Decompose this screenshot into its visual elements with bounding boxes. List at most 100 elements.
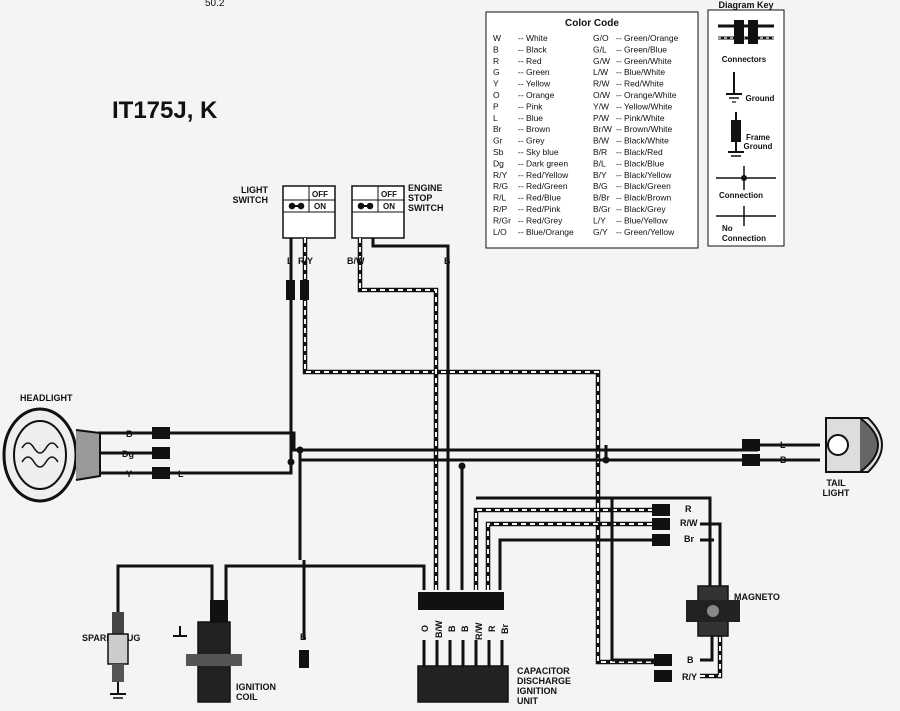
color-code-name: -- Green — [518, 67, 550, 77]
color-code-name: -- Red/White — [616, 79, 664, 89]
color-code-name: -- Green/Orange — [616, 33, 679, 43]
color-code-abbrev: Gr — [493, 136, 503, 146]
wire-label-hl-b: B — [126, 429, 133, 439]
light-switch-on: ON — [314, 202, 326, 211]
color-code-name: -- Red/Pink — [518, 204, 561, 214]
page-title: IT175J, K — [112, 97, 218, 124]
cdi-unit: CAPACITOR DISCHARGE IGNITION UNIT — [417, 640, 571, 706]
color-code-abbrev: B/Gr — [593, 204, 611, 214]
color-code-abbrev: Br — [493, 124, 502, 134]
frame-ground-label-2: Ground — [744, 142, 773, 151]
connectors-label: Connectors — [722, 55, 767, 64]
wire-label-mg-br: Br — [684, 534, 694, 544]
wire-label-cdi-b1: B — [447, 625, 457, 632]
engine-stop-on: ON — [383, 202, 395, 211]
color-code-name: -- Black/Green — [616, 181, 671, 191]
engine-stop-off: OFF — [381, 190, 397, 199]
color-code-abbrev: P/W — [593, 113, 609, 123]
color-code-abbrev: Sb — [493, 147, 504, 157]
color-code-name: -- White — [518, 33, 548, 43]
ignition-coil: IGNITION COIL — [173, 600, 276, 703]
diagram-key: Diagram Key Connectors Ground Frame Grou… — [707, 0, 785, 247]
color-code-abbrev: G/O — [593, 33, 609, 43]
color-code-abbrev: R/Y — [493, 170, 508, 180]
wire-label-tl-l: L — [780, 440, 786, 450]
engine-stop-label-1: ENGINE — [408, 183, 443, 193]
connection-symbol — [716, 166, 776, 190]
color-code-abbrev: B/L — [593, 158, 606, 168]
wire-label-cdi-br: Br — [500, 624, 510, 634]
color-code-name: -- Blue/Orange — [518, 227, 574, 237]
color-code-name: -- Dark green — [518, 158, 568, 168]
color-code-abbrev: R/W — [593, 79, 610, 89]
wire-label-mg-b: B — [687, 655, 694, 665]
light-switch-off: OFF — [312, 190, 328, 199]
wire-label-cdi-rw: R/W — [474, 622, 484, 640]
color-code-abbrev: B/W — [593, 136, 609, 146]
ground-label: Ground — [746, 94, 775, 103]
color-code-abbrev: Dg — [493, 158, 504, 168]
ignition-coil-label-1: IGNITION — [236, 682, 276, 692]
frame-ground-symbol — [728, 112, 744, 157]
color-code-abbrev: Y — [493, 79, 499, 89]
page-number: 50.2 — [205, 0, 225, 9]
spark-plug: SPARK PLUG — [82, 612, 140, 699]
wire-label-es-b: B — [444, 256, 451, 266]
color-code-abbrev: B — [493, 44, 499, 54]
color-code-name: -- Blue — [518, 113, 543, 123]
wire-label-hl-y: Y — [126, 469, 132, 479]
color-code-name: -- Pink/White — [616, 113, 665, 123]
color-code-name: -- Black/Brown — [616, 193, 672, 203]
no-connection-symbol — [716, 206, 776, 226]
color-code-abbrev: R/P — [493, 204, 508, 214]
color-code-abbrev: Br/W — [593, 124, 612, 134]
connectors — [152, 280, 760, 682]
color-code-name: -- Blue/Yellow — [616, 215, 669, 225]
color-code-name: -- Green/Blue — [616, 44, 667, 54]
engine-stop-label-2: STOP — [408, 193, 432, 203]
light-switch: LIGHT SWITCH OFF ON — [233, 185, 336, 239]
color-code-name: -- Sky blue — [518, 147, 559, 157]
color-code-abbrev: G — [493, 67, 500, 77]
wire-label-tl-b: B — [780, 455, 787, 465]
connector-symbol — [718, 20, 774, 44]
color-code-abbrev: G/Y — [593, 227, 608, 237]
color-code-abbrev: B/Br — [593, 193, 610, 203]
connection-label: Connection — [719, 191, 763, 200]
wire-label-cdi-bw: B/W — [434, 620, 444, 638]
color-code-name: -- Yellow — [518, 79, 551, 89]
wire-label-ls-ry: R/Y — [298, 256, 313, 266]
color-code-name: -- Orange — [518, 90, 555, 100]
color-code-abbrev: B/Y — [593, 170, 607, 180]
color-code-name: -- Grey — [518, 136, 545, 146]
cdi-label-2: DISCHARGE — [517, 676, 571, 686]
wire-label-hl-dg: Dg — [122, 449, 134, 459]
color-code-name: -- Black/Blue — [616, 158, 664, 168]
headlight: HEADLIGHT — [2, 393, 101, 503]
color-code-name: -- Red — [518, 56, 542, 66]
wire-label-cdi-r: R — [487, 625, 497, 632]
wiring — [98, 238, 820, 679]
color-code-name: -- Black/Grey — [616, 204, 666, 214]
color-code-name: -- Black/Yellow — [616, 170, 672, 180]
color-code-abbrev: B/G — [593, 181, 608, 191]
color-code-abbrev: B/R — [593, 147, 607, 157]
wire-label-cdi-o: O — [420, 625, 430, 632]
color-code-abbrev: O/W — [593, 90, 610, 100]
color-code-name: -- Black — [518, 44, 548, 54]
ignition-coil-label-2: COIL — [236, 692, 258, 702]
engine-stop-label-3: SWITCH — [408, 203, 444, 213]
light-switch-label-1: LIGHT — [241, 185, 268, 195]
tail-light: TAIL LIGHT — [823, 417, 883, 498]
color-code-abbrev: Y/W — [593, 101, 609, 111]
color-code-abbrev: R/G — [493, 181, 508, 191]
color-code-name: -- Red/Blue — [518, 193, 561, 203]
wire-label-ls-l: L — [287, 256, 293, 266]
color-code-abbrev: W — [493, 33, 501, 43]
color-code-name: -- Red/Green — [518, 181, 568, 191]
color-code-name: -- Pink — [518, 101, 543, 111]
